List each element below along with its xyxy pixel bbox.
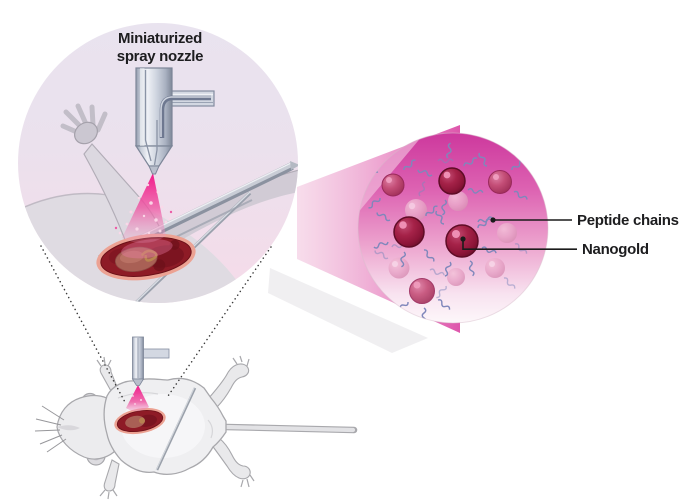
callout-leaders <box>460 217 577 250</box>
peptide-chains-label: Peptide chains <box>577 212 679 229</box>
surgical-wound-large <box>96 233 196 281</box>
nanogold-label: Nanogold <box>582 241 649 258</box>
spray-nozzle-small <box>131 336 170 386</box>
projection-dotted-line-left <box>40 245 127 405</box>
projection-dotted-line-right <box>167 246 272 397</box>
nanoparticle-circle-rim <box>357 132 549 324</box>
peptide-target-dot <box>490 217 496 223</box>
surgical-rod-small <box>155 387 197 471</box>
projection-dotted-lines <box>40 245 272 405</box>
nozzle-label: Miniaturized spray nozzle <box>75 30 245 66</box>
magnified-surgery-circle <box>18 23 298 303</box>
nozzle-label-line1: Miniaturized <box>118 30 202 47</box>
nanogold-leader-line <box>462 239 577 250</box>
nanogold-spheres-medium <box>381 170 512 304</box>
mouse-whiskers <box>34 405 67 453</box>
spray-cone-large <box>114 173 173 244</box>
mouse-legs <box>96 355 255 500</box>
shadow-wedge <box>268 268 428 353</box>
mouse-overview <box>34 336 358 500</box>
spray-cone-small <box>126 385 149 412</box>
surgical-wound-small <box>114 407 166 435</box>
mouse-head <box>34 394 115 460</box>
spray-nozzle-large <box>134 67 215 175</box>
nozzle-label-line2: spray nozzle <box>116 48 204 65</box>
mouse-tail <box>222 423 358 434</box>
faded-nanoparticles <box>388 191 517 286</box>
